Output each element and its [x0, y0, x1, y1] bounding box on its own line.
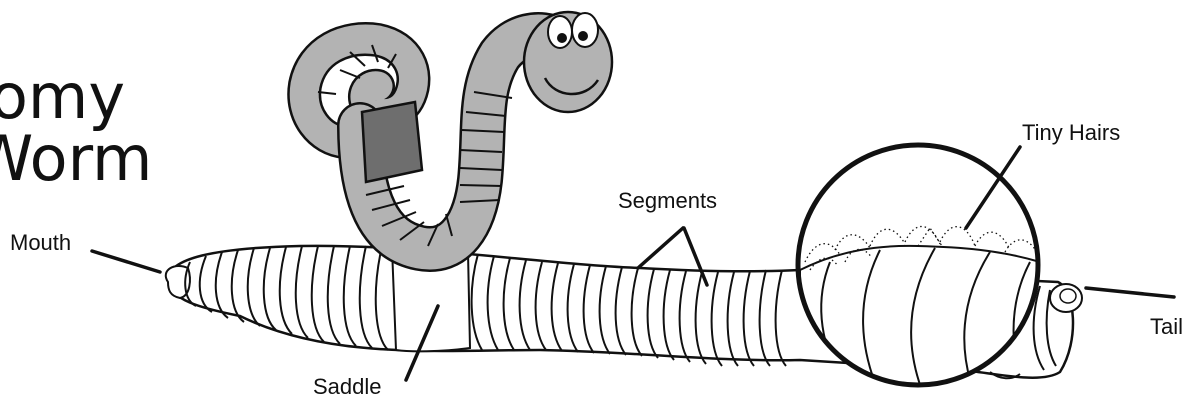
- label-segments: Segments: [618, 190, 717, 212]
- label-saddle: Saddle: [313, 376, 382, 398]
- cartoon-worm-saddle: [362, 102, 422, 182]
- label-tiny-hairs: Tiny Hairs: [1022, 122, 1120, 144]
- tail-tip: [1050, 284, 1082, 312]
- segments-leader-left: [638, 228, 683, 268]
- diagram-title-line-2: Worm: [0, 128, 152, 190]
- tail-leader: [1086, 288, 1174, 297]
- label-tail: Tail: [1150, 316, 1183, 338]
- diagram-title-line-1: omy: [0, 66, 125, 128]
- label-mouth: Mouth: [10, 232, 71, 254]
- mouth-leader: [92, 251, 160, 272]
- cartoon-worm: [304, 12, 612, 249]
